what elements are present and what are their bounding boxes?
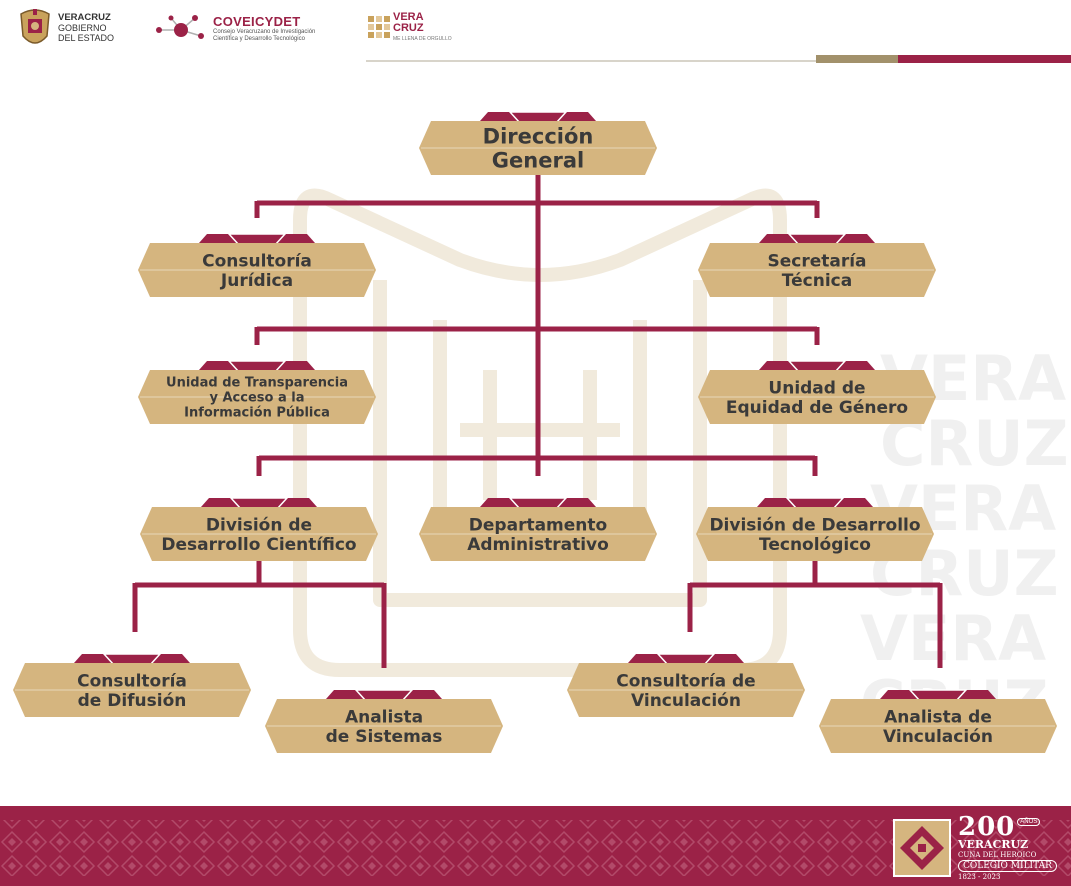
box-label: General: [492, 149, 584, 173]
coveicydet-title: COVEICYDET: [213, 13, 301, 29]
gobierno-line1: VERACRUZ: [58, 12, 111, 23]
box-body: [138, 370, 376, 424]
gobierno-line3: DEL ESTADO: [58, 33, 115, 43]
badge-line3: COLEGIO MILITAR: [958, 860, 1057, 872]
molecule-icon: [156, 15, 204, 39]
box-label: Departamento: [469, 515, 607, 535]
box-label: de Difusión: [78, 691, 187, 711]
org-chart: DirecciónGeneralConsultoríaJurídicaSecre…: [13, 111, 1057, 753]
box-body: [265, 699, 503, 753]
box-body: [698, 243, 936, 297]
box-label: Tecnológico: [759, 535, 871, 555]
box-label: Analista: [345, 707, 423, 727]
box-body: [419, 507, 657, 561]
coat-of-arms-icon: [20, 9, 50, 44]
header-line-grey: [366, 60, 816, 62]
gobierno-line2: GOBIERNO: [58, 23, 107, 33]
footer-pattern: [0, 820, 1071, 876]
box-label: Unidad de: [768, 378, 865, 398]
coveicydet-logo: COVEICYDET Consejo Veracruzano de Invest…: [155, 12, 315, 44]
box-label: Consultoría: [77, 671, 187, 691]
vera-cruz-logo: VERA CRUZ ME LLENA DE ORGULLO: [368, 12, 452, 42]
box-label: Consultoría de: [616, 671, 755, 691]
bicentenario-emblem-icon: [893, 819, 951, 877]
box-label: Jurídica: [220, 271, 293, 291]
badge-years: 1823 - 2023: [958, 873, 1001, 881]
box-body: [13, 663, 251, 717]
box-body: [696, 507, 934, 561]
box-label: División de Desarrollo: [709, 515, 920, 535]
header: VERACRUZ GOBIERNO DEL ESTADO COVEICYDET …: [0, 0, 1071, 70]
box-label: Analista de: [884, 707, 992, 727]
box-body: [819, 699, 1057, 753]
box-label: Técnica: [782, 271, 852, 291]
box-label: y Acceso a la: [209, 391, 304, 406]
box-label: Información Pública: [184, 406, 330, 421]
box-label: de Sistemas: [326, 727, 443, 747]
box-label: Vinculación: [883, 727, 993, 747]
gobierno-logo: VERACRUZ GOBIERNO DEL ESTADO: [18, 8, 114, 48]
boxes: DirecciónGeneralConsultoríaJurídicaSecre…: [13, 111, 1057, 753]
box-label: Consultoría: [202, 251, 312, 271]
box-body: [419, 121, 657, 175]
vera-cruz-pattern-icon: [368, 16, 390, 38]
vera-word: VERA: [393, 11, 424, 23]
box-label: Equidad de Género: [726, 398, 908, 418]
badge-anos: AÑOS: [1017, 818, 1041, 826]
box-label: División de: [206, 515, 312, 535]
box-label: Desarrollo Científico: [161, 535, 356, 555]
coveicydet-sub2: Científica y Desarrollo Tecnológico: [213, 35, 305, 42]
header-line-beige: [816, 55, 898, 63]
box-label: Vinculación: [631, 691, 741, 711]
box-label: Dirección: [483, 124, 594, 148]
box-label: Unidad de Transparencia: [166, 376, 348, 391]
box-label: Administrativo: [467, 535, 609, 555]
box-body: [567, 663, 805, 717]
box-body: [138, 243, 376, 297]
box-body: [140, 507, 378, 561]
cruz-word: CRUZ: [393, 22, 424, 34]
watermark-vera-3: VERA: [860, 602, 1046, 675]
box-body: [698, 370, 936, 424]
vera-cruz-tagline: ME LLENA DE ORGULLO: [393, 36, 452, 42]
badge-number: 200: [958, 812, 1016, 842]
badge-line2: CUNA DEL HEROICO: [958, 851, 1037, 859]
box-label: Secretaría: [767, 251, 866, 271]
coveicydet-sub1: Consejo Veracruzano de Investigación: [213, 28, 316, 35]
footer: 200 AÑOS VERACRUZ CUNA DEL HEROICO COLEG…: [0, 806, 1071, 886]
header-line-maroon: [898, 55, 1071, 63]
bicentenario-badge: 200 AÑOS VERACRUZ CUNA DEL HEROICO COLEG…: [890, 814, 1057, 882]
badge-veracruz: VERACRUZ: [958, 838, 1029, 851]
connectors: [132, 174, 943, 668]
